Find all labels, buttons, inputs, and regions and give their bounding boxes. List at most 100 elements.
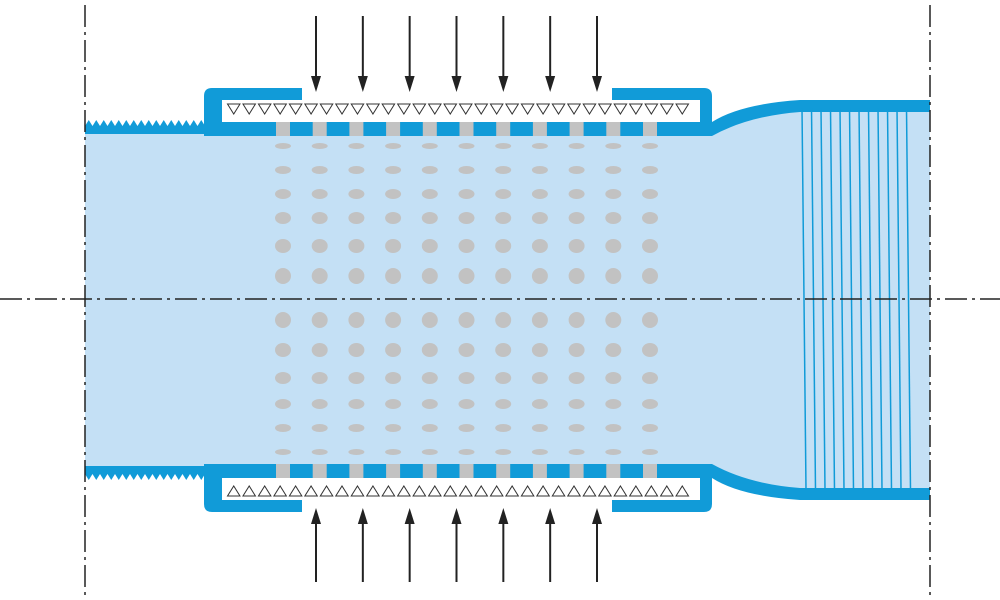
sleeve-mark-bottom (386, 464, 401, 478)
arrow-head-down (311, 76, 321, 92)
centerlines (0, 5, 1000, 598)
compression-dot (495, 268, 512, 284)
grip-tooth-top (551, 103, 566, 115)
compression-dot (275, 268, 291, 284)
arrow-head-up (357, 508, 368, 524)
compression-dot (458, 343, 475, 357)
grip-tooth-bottom (288, 485, 303, 497)
compression-dot (458, 268, 475, 284)
grip-tooth-bottom (412, 485, 427, 497)
grip-tooth-top (257, 103, 272, 115)
compression-dot (605, 239, 622, 253)
sleeve-mark-top (459, 122, 474, 136)
grip-tooth-top (427, 103, 442, 115)
grip-tooth-top (504, 103, 520, 115)
sleeve-mark-bottom (276, 464, 290, 478)
compression-dot (568, 268, 585, 284)
grip-tooth-bottom (613, 485, 628, 497)
compression-dot (311, 212, 328, 224)
compression-dot (385, 268, 402, 284)
compression-dot (348, 372, 365, 384)
compression-dot (458, 312, 475, 328)
compression-dot (348, 212, 365, 224)
compression-dot (495, 239, 512, 253)
compression-dot (348, 268, 365, 284)
grip-tooth-top (272, 103, 288, 115)
compression-dot (348, 312, 365, 328)
compression-dot (275, 189, 291, 199)
compression-dot (568, 212, 585, 224)
compression-dot (458, 143, 475, 149)
compression-dot (568, 372, 585, 384)
arrow-head-up (545, 508, 556, 524)
sleeve-mark-top (569, 122, 584, 136)
compression-dot (385, 143, 402, 149)
compression-dot (421, 449, 438, 455)
compression-dot (275, 312, 291, 328)
grip-tooth-bottom (535, 485, 551, 497)
arrow-head-down (357, 76, 368, 92)
sleeve-mark-bottom (422, 464, 437, 478)
grip-tooth-bottom (675, 485, 690, 497)
sleeve-mark-bottom (496, 464, 511, 478)
grip-tooth-top (489, 103, 504, 115)
compression-dot (458, 399, 475, 409)
arrow-head-up (451, 508, 462, 524)
sleeve-mark-top (276, 122, 290, 136)
grip-tooth-top (520, 103, 535, 115)
compression-dot (495, 166, 512, 174)
compression-dot (458, 166, 475, 174)
compression-dot (275, 166, 291, 174)
compression-dot (311, 343, 328, 357)
compression-dot (605, 312, 622, 328)
compression-dot (531, 424, 548, 432)
compression-dot (531, 399, 548, 409)
grip-tooth-bottom (443, 485, 458, 497)
grip-tooth-bottom (303, 485, 319, 497)
compression-dot (495, 143, 512, 149)
grip-tooth-bottom (566, 485, 582, 497)
arrow-head-down (451, 76, 462, 92)
compression-dot (311, 189, 328, 199)
compression-dot (458, 424, 475, 432)
compression-dot (495, 312, 512, 328)
compression-dot (311, 424, 328, 432)
compression-dot (275, 399, 291, 409)
grip-tooth-bottom (644, 485, 659, 497)
grip-tooth-top (319, 103, 334, 115)
compression-dot (605, 399, 622, 409)
grip-tooth-top (242, 103, 257, 115)
sleeve-mark-bottom (349, 464, 364, 478)
grip-tooth-top (582, 103, 597, 115)
compression-dot (385, 312, 402, 328)
compression-dot (348, 143, 365, 149)
compression-dot (495, 399, 512, 409)
compression-dot (531, 143, 548, 149)
sleeve-mark-top (312, 122, 327, 136)
compression-dot (531, 372, 548, 384)
compression-dot (605, 372, 622, 384)
compression-dot (531, 189, 548, 199)
grip-tooth-top (659, 103, 674, 115)
grip-tooth-bottom (582, 485, 597, 497)
sleeve-mark-top (532, 122, 547, 136)
compression-dot (531, 312, 548, 328)
grip-tooth-bottom (396, 485, 412, 497)
compression-dot (348, 189, 365, 199)
sleeve-mark-top (496, 122, 511, 136)
compression-dot (385, 449, 402, 455)
compression-dot (348, 166, 365, 174)
grip-tooth-top (350, 103, 365, 115)
compression-dot (642, 166, 658, 174)
arrow-head-down (498, 76, 509, 92)
compression-dot (642, 343, 658, 357)
compression-dot (275, 449, 291, 455)
collar-top-right (612, 88, 930, 136)
grip-tooth-bottom (489, 485, 504, 497)
compression-dot (385, 372, 402, 384)
compression-dot (531, 449, 548, 455)
force-arrows (311, 16, 602, 582)
compression-dot (605, 143, 622, 149)
sleeve-mark-top (643, 122, 657, 136)
compression-dot (275, 424, 291, 432)
